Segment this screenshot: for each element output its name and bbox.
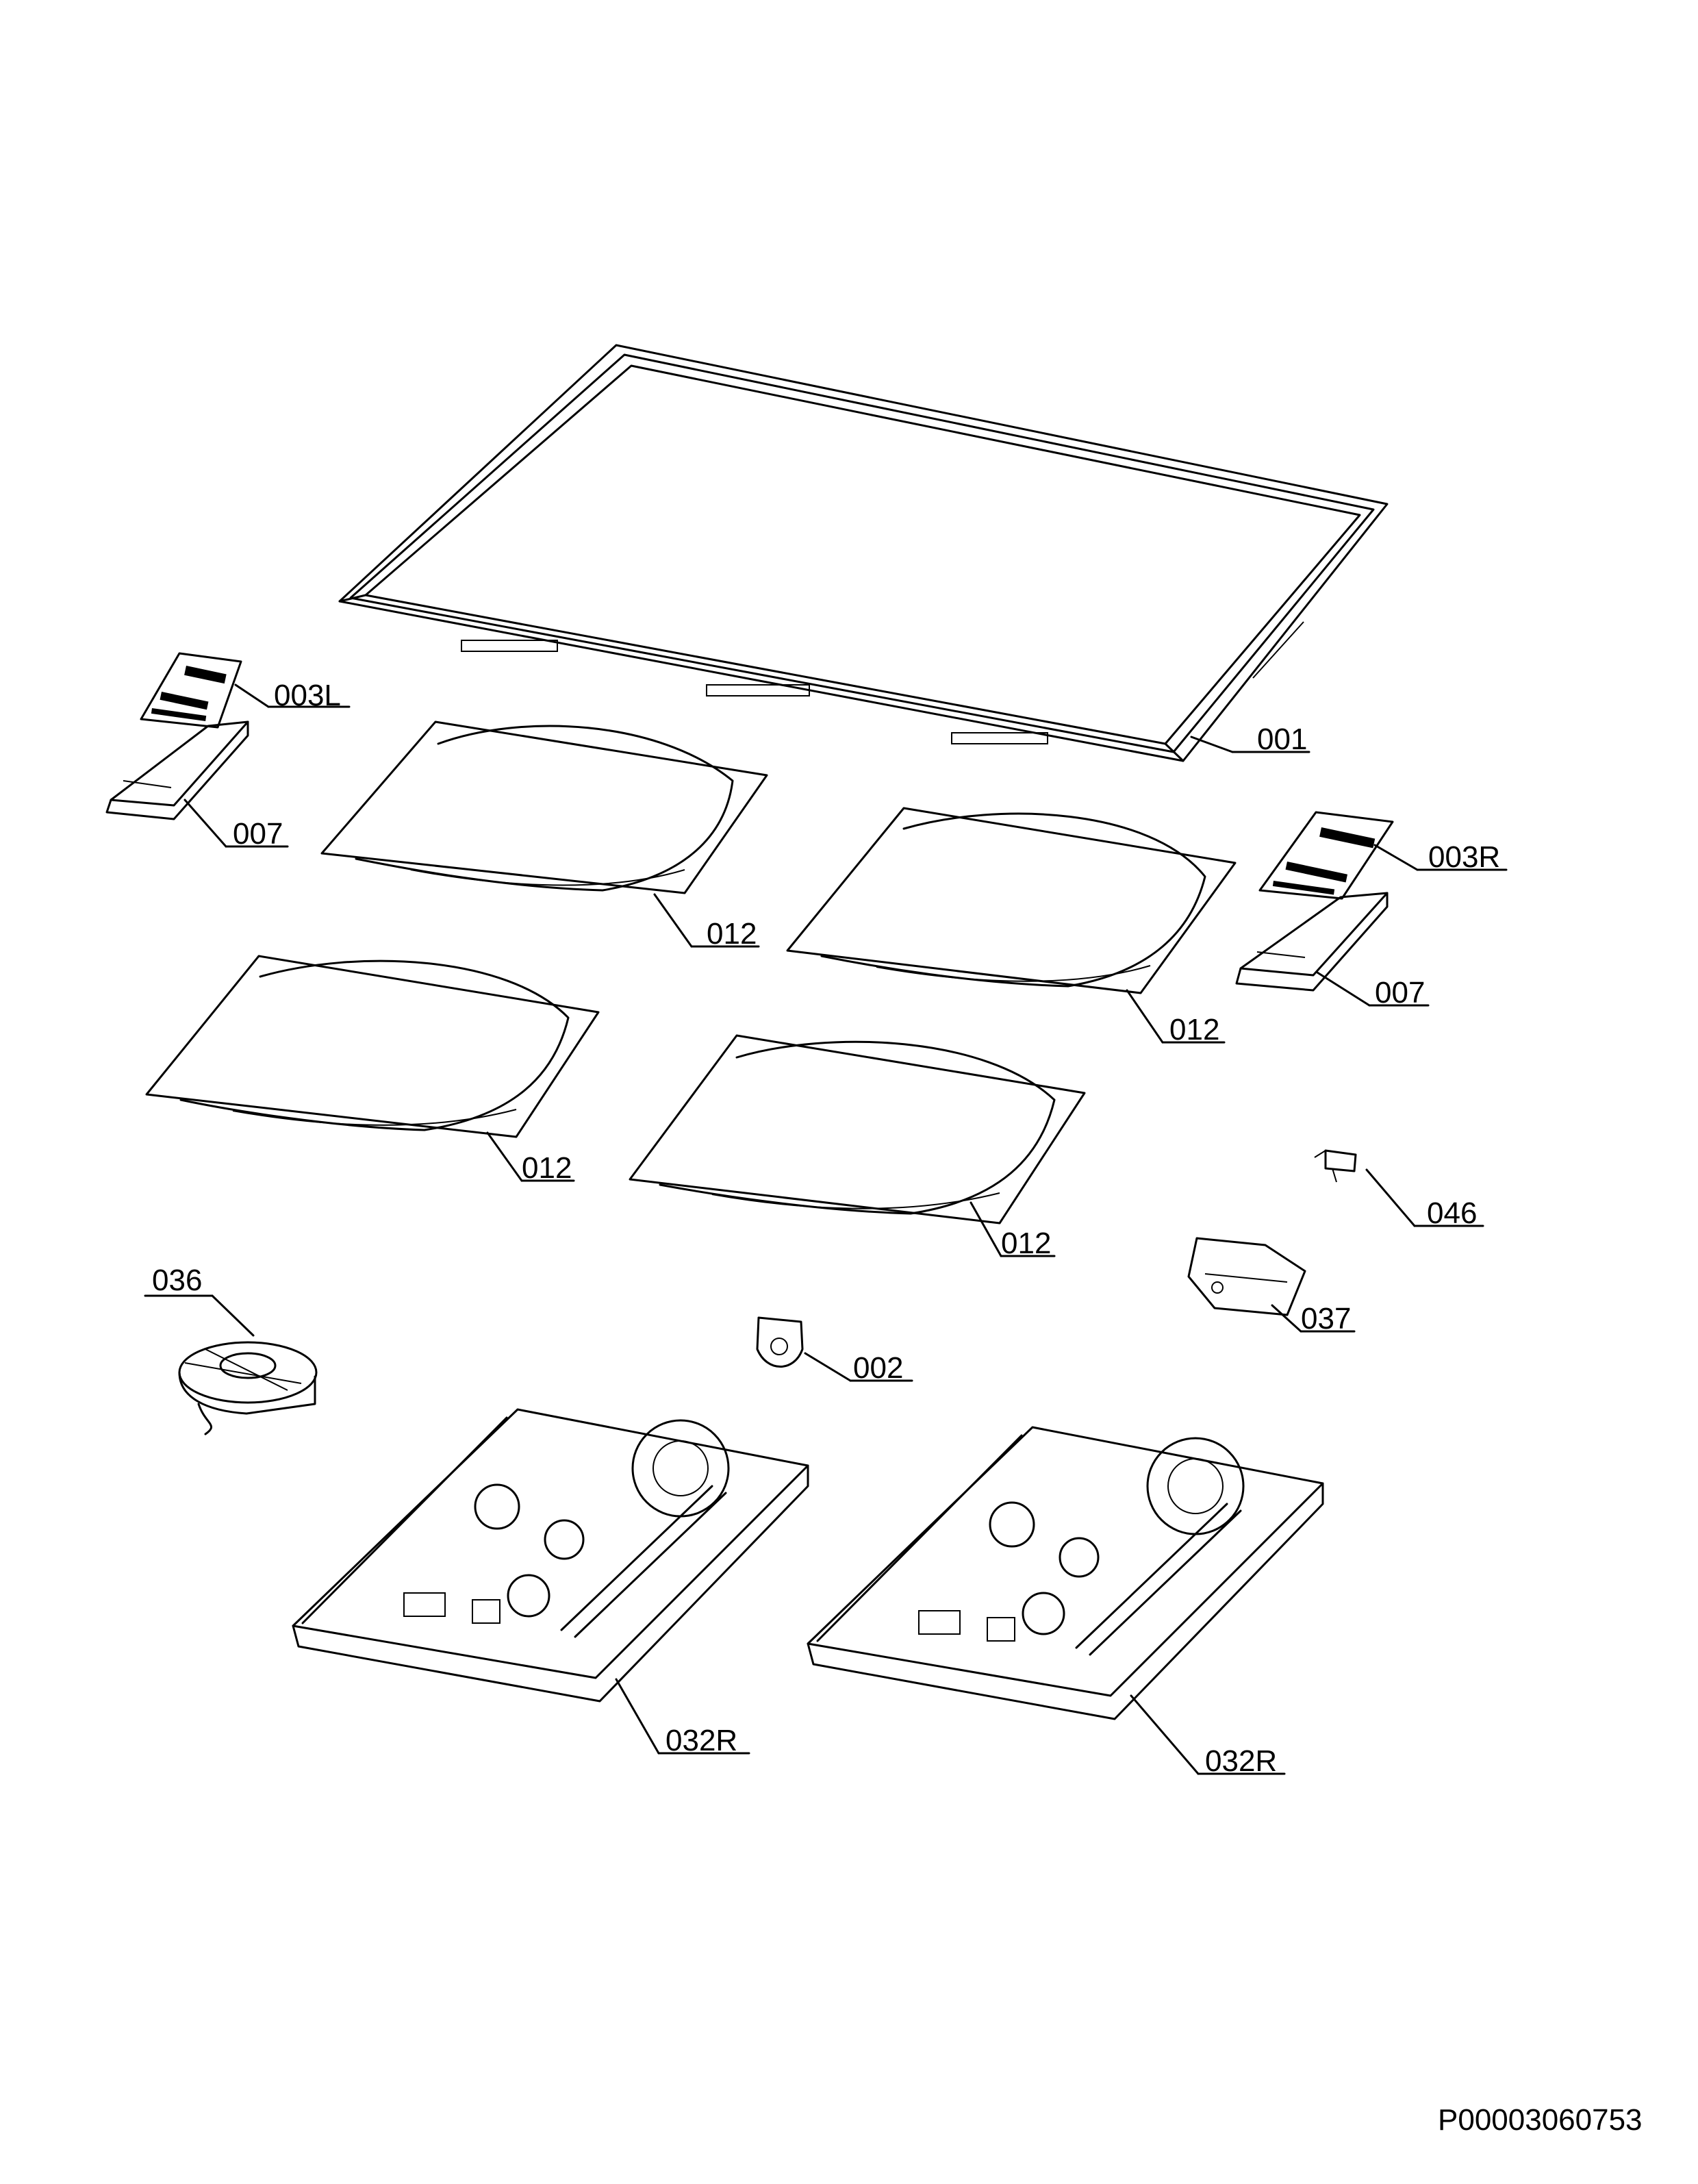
part-012-coil-plate-d	[629, 1034, 1086, 1225]
label-032r-right: 032R	[1205, 1744, 1277, 1778]
label-037: 037	[1301, 1302, 1351, 1335]
part-036-cooling-fan	[178, 1341, 318, 1435]
part-046-clip	[1314, 1149, 1357, 1183]
label-007-left: 007	[233, 817, 283, 851]
label-003r: 003R	[1428, 840, 1500, 874]
label-003l: 003L	[274, 679, 341, 712]
part-012-coil-plate-a	[320, 720, 768, 894]
part-001-glass-top	[338, 344, 1389, 762]
part-003l-control-board	[140, 652, 242, 729]
label-012-b: 012	[1169, 1013, 1219, 1046]
label-012-d: 012	[1001, 1227, 1051, 1260]
label-046: 046	[1427, 1196, 1477, 1230]
label-007-right: 007	[1375, 976, 1425, 1009]
part-032r-power-module-left	[292, 1408, 809, 1703]
document-id: P00003060753	[1438, 2103, 1643, 2137]
label-012-a: 012	[707, 917, 757, 951]
leader-lines	[144, 683, 1508, 1775]
part-012-coil-plate-b	[786, 807, 1237, 994]
part-037-terminal-block	[1187, 1237, 1306, 1316]
label-032r-left: 032R	[666, 1724, 737, 1757]
label-001: 001	[1257, 723, 1307, 756]
part-003r-control-board	[1258, 811, 1394, 900]
label-002: 002	[853, 1351, 903, 1385]
label-036: 036	[152, 1264, 202, 1297]
part-012-coil-plate-c	[145, 955, 600, 1138]
part-002-clip	[756, 1316, 804, 1368]
part-007-bracket-left	[105, 720, 249, 820]
label-012-c: 012	[522, 1151, 572, 1185]
part-032r-power-module-right	[807, 1426, 1324, 1720]
part-007-bracket-right	[1235, 892, 1389, 992]
